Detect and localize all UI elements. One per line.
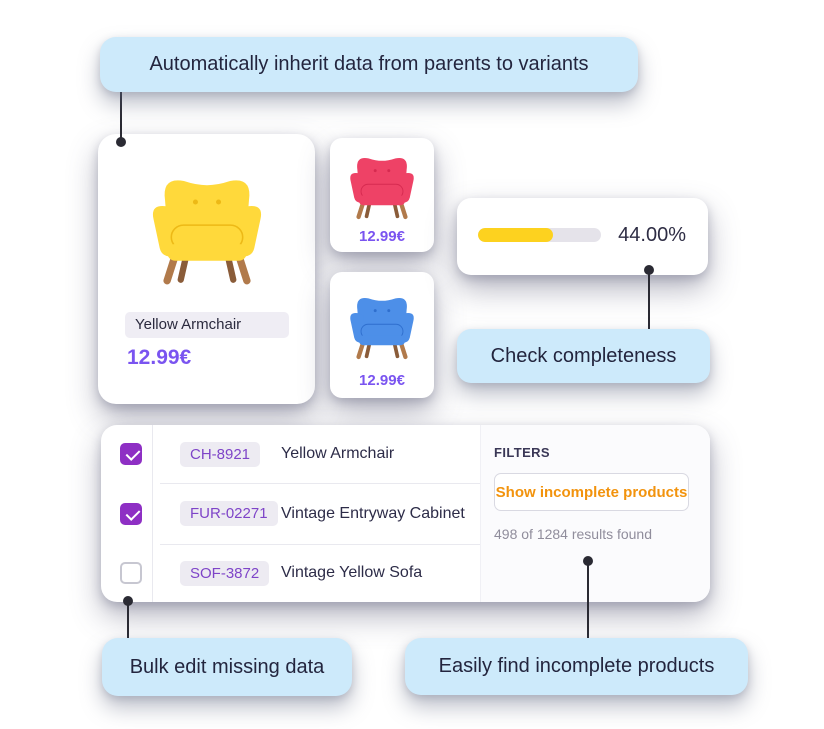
parent-product-card[interactable]: Yellow Armchair 12.99€ — [98, 134, 315, 404]
product-price: 12.99€ — [127, 346, 192, 369]
sku-badge: FUR-02271 — [180, 501, 278, 526]
completeness-progress-bar — [478, 228, 601, 242]
product-name-cell: Vintage Yellow Sofa — [281, 564, 423, 581]
variant-card-blue[interactable]: 12.99€ — [330, 272, 434, 398]
yellow-armchair-image — [144, 160, 270, 286]
table-row[interactable]: CH-8921 Yellow Armchair — [101, 425, 480, 483]
variant-card-red[interactable]: 12.99€ — [330, 138, 434, 252]
connector-dot-find — [583, 556, 593, 566]
product-name-cell: Vintage Entryway Cabinet — [281, 504, 465, 522]
blue-armchair-image — [345, 286, 419, 360]
table-row[interactable]: SOF-3872 Vintage Yellow Sofa — [101, 544, 480, 602]
sku-badge: CH-8921 — [180, 441, 261, 467]
product-table-card: CH-8921 Yellow Armchair FUR-02271 Vintag… — [101, 425, 710, 602]
table-row[interactable]: FUR-02271 Vintage Entryway Cabinet — [101, 483, 480, 544]
completeness-value: 44.00% — [618, 224, 686, 246]
connector-dot-check — [644, 265, 654, 275]
results-count: 498 of 1284 results found — [494, 526, 653, 542]
connector-line-find — [587, 561, 589, 638]
show-incomplete-button[interactable]: Show incomplete products — [494, 473, 689, 511]
connector-line-check — [648, 269, 650, 330]
variant-price-red: 12.99€ — [359, 228, 405, 245]
connector-dot-bulk — [123, 596, 133, 606]
row-divider — [160, 483, 480, 484]
filters-panel: FILTERS Show incomplete products 498 of … — [480, 425, 710, 602]
product-name-field: Yellow Armchair — [125, 312, 289, 338]
variant-price-blue: 12.99€ — [359, 372, 405, 389]
column-divider — [152, 425, 153, 602]
callout-find: Easily find incomplete products — [405, 638, 748, 695]
completeness-card: 44.00% — [457, 198, 708, 275]
connector-line-bulk — [127, 601, 129, 638]
callout-bulk: Bulk edit missing data — [102, 638, 352, 696]
row-checkbox[interactable] — [120, 562, 142, 584]
callout-check: Check completeness — [457, 329, 710, 383]
row-checkbox[interactable] — [120, 443, 142, 465]
red-armchair-image — [345, 146, 419, 220]
connector-line-inherit — [120, 92, 122, 138]
row-checkbox[interactable] — [120, 502, 142, 525]
callout-inherit: Automatically inherit data from parents … — [100, 37, 638, 92]
completeness-progress-fill — [478, 228, 554, 242]
filters-heading: FILTERS — [494, 445, 550, 460]
row-divider — [160, 544, 480, 545]
product-name-cell: Yellow Armchair — [281, 445, 395, 462]
connector-dot-inherit — [116, 137, 126, 147]
sku-badge: SOF-3872 — [180, 560, 270, 586]
